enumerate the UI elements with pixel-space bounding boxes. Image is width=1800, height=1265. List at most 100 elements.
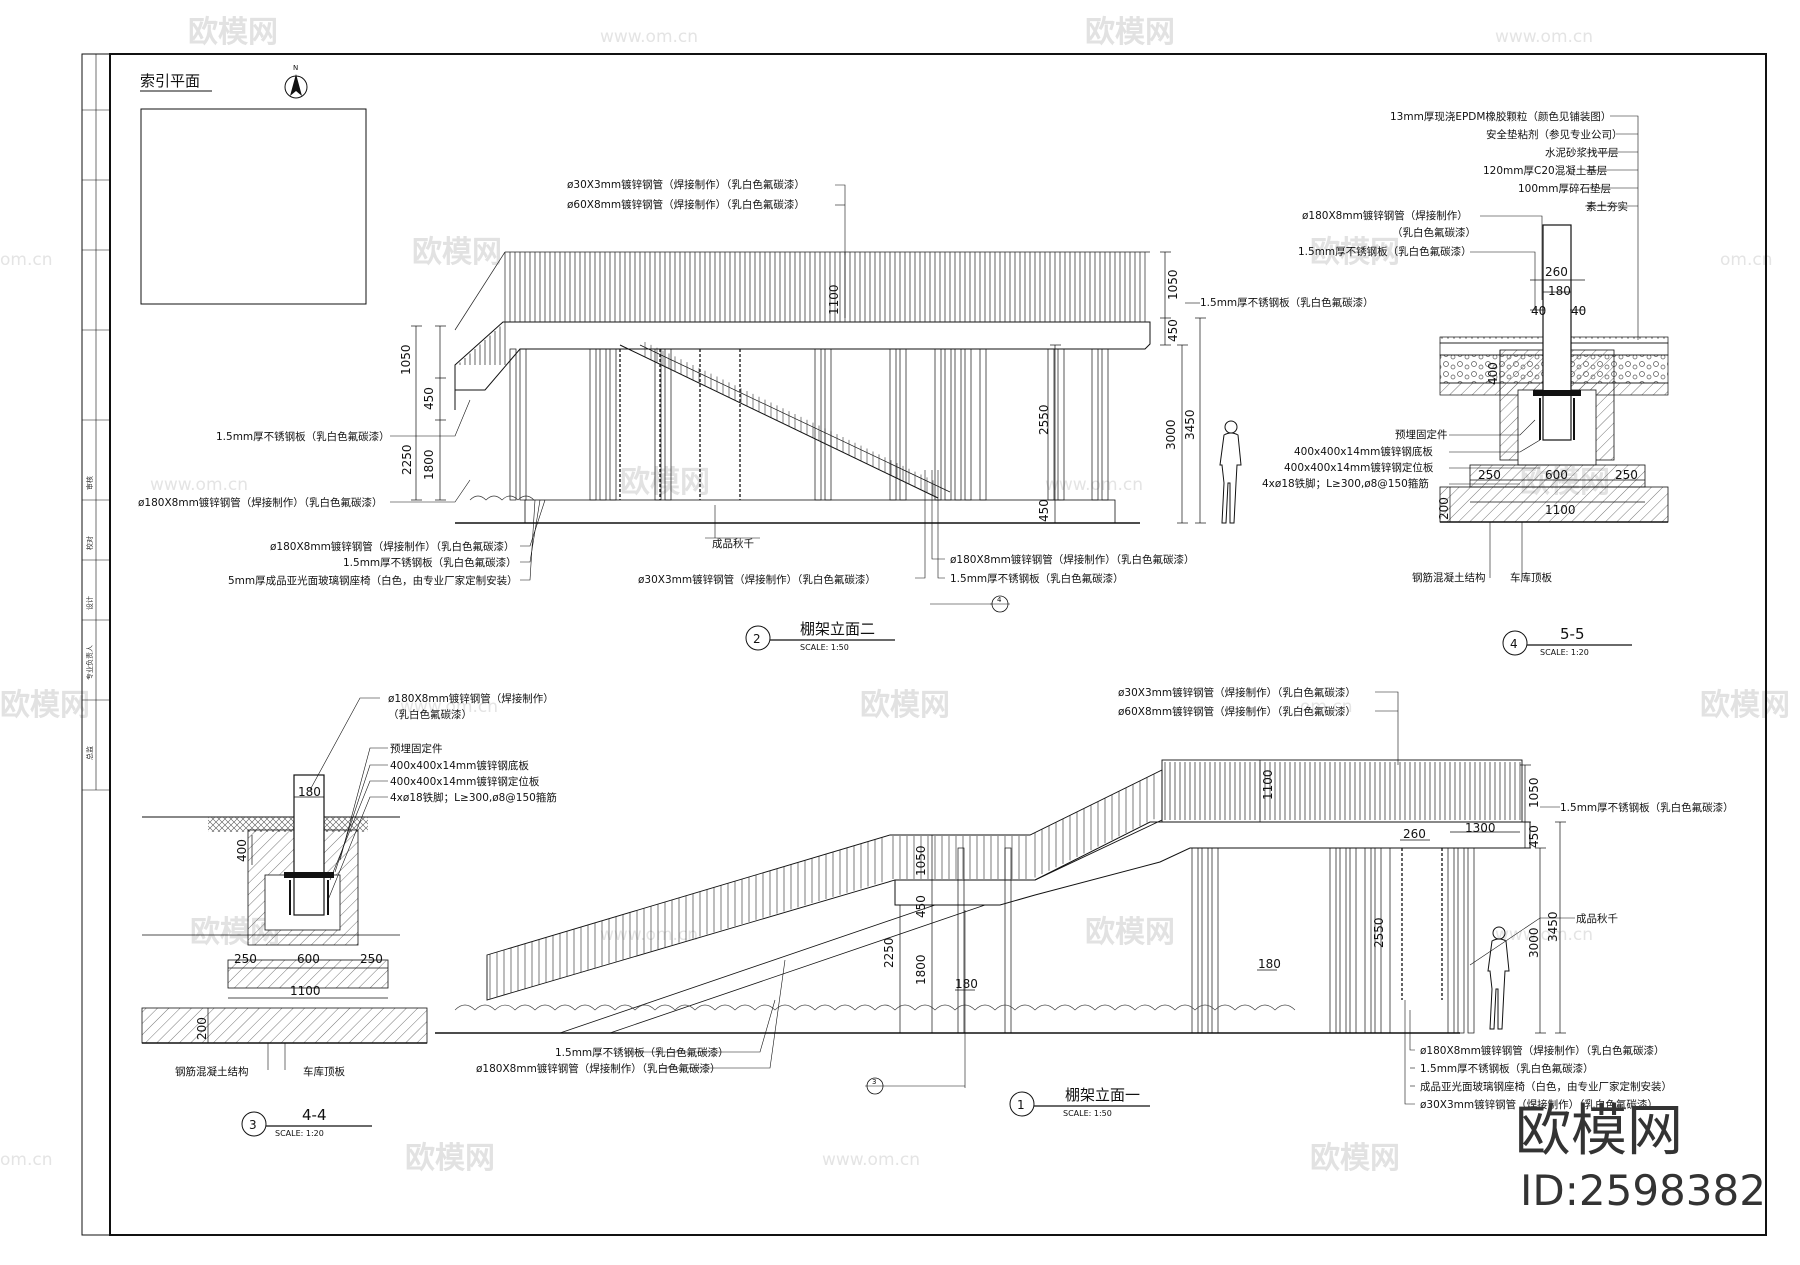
elev1-note-bottom-right-2: 成品亚光面玻璃钢座椅（白色，由专业厂家定制安装） (1420, 1080, 1672, 1093)
svg-text:www.om.cn: www.om.cn (150, 475, 248, 495)
sec4-embed-0: 预埋固定件 (390, 742, 443, 755)
brand-watermark: 欧模网 ID:2598382 (1515, 1099, 1766, 1215)
sec4-embed-2: 400x400x14mm镀锌钢定位板 (390, 775, 540, 788)
svg-text:www.om.cn: www.om.cn (822, 1150, 920, 1170)
elevation-1-columns (957, 847, 1475, 1034)
column (1457, 847, 1465, 1034)
svg-text:450: 450 (422, 387, 436, 410)
svg-text:260: 260 (1403, 827, 1426, 841)
svg-text:欧模网: 欧模网 (1515, 1099, 1683, 1164)
svg-text:欧模网: 欧模网 (412, 235, 502, 270)
elev2-swing-label: 成品秋千 (712, 537, 754, 550)
sec4-pipe-0: ø180X8mm镀锌钢管（焊接制作） (388, 692, 554, 705)
svg-text:3: 3 (872, 1078, 876, 1086)
column (1447, 847, 1455, 1034)
sidebar-label-2: 设计 (85, 596, 94, 610)
column (954, 348, 962, 501)
column (1374, 847, 1382, 1034)
svg-text:600: 600 (1545, 468, 1568, 482)
north-arrow-icon: N (284, 64, 308, 99)
svg-text:260: 260 (1545, 265, 1568, 279)
elevation-2-railing (454, 251, 1150, 365)
sec5-embed-1: 400x400x14mm镀锌钢底板 (1294, 445, 1433, 458)
sidebar-label-4: 审核 (85, 476, 94, 490)
svg-text:1100: 1100 (1545, 503, 1576, 517)
svg-text:www.om.cn: www.om.cn (1495, 27, 1593, 47)
svg-text:4-4: 4-4 (302, 1106, 327, 1124)
column (824, 348, 832, 501)
sec5-layer-1: 安全垫粘剂（参见专业公司） (1486, 128, 1623, 141)
svg-text:5-5: 5-5 (1560, 625, 1585, 643)
svg-text:450: 450 (1037, 499, 1051, 522)
sec5-bottom-1: 车库顶板 (1510, 571, 1552, 584)
svg-text:200: 200 (1437, 497, 1451, 520)
column (519, 348, 527, 501)
elev2-note-top-0: ø30X3mm镀锌钢管（焊接制作）（乳白色氟碳漆） (567, 178, 805, 191)
column (1467, 847, 1475, 1034)
sec5-pipe-1: （乳白色氟碳漆） (1392, 226, 1476, 239)
svg-text:40: 40 (1571, 304, 1586, 318)
sidebar-label-0: 总监 (85, 746, 94, 760)
sheet-border (81, 53, 1767, 1236)
railing-top (454, 251, 506, 331)
column (957, 847, 965, 1034)
person-figure-icon (1487, 926, 1510, 1030)
elevation-1-ramp-railing (489, 774, 1155, 1000)
sec4-embed-1: 400x400x14mm镀锌钢底板 (390, 759, 529, 772)
column (1349, 847, 1357, 1034)
svg-text:180: 180 (1548, 284, 1571, 298)
svg-text:1: 1 (1017, 1098, 1025, 1112)
svg-text:1300: 1300 (1465, 821, 1496, 835)
elevation-1-title: 1 棚架立面一 SCALE: 1:50 (1009, 1086, 1150, 1118)
svg-text:om.cn: om.cn (0, 250, 53, 270)
section-4-4: 180 400 250 600 250 1100 200 ø180X8mm镀锌钢… (141, 692, 557, 1138)
svg-text:SCALE: 1:20: SCALE: 1:20 (1540, 648, 1589, 657)
elev1-swing-label: 成品秋千 (1576, 912, 1618, 925)
svg-text:2250: 2250 (882, 937, 896, 968)
section-4-4-title: 3 4-4 SCALE: 1:20 (241, 1106, 372, 1138)
svg-text:450: 450 (1166, 319, 1180, 342)
svg-text:1800: 1800 (914, 954, 928, 985)
sec5-pipe-0: ø180X8mm镀锌钢管（焊接制作） (1302, 209, 1468, 222)
column (1004, 847, 1012, 1034)
person-figure-icon (1219, 420, 1242, 524)
sec4-bottom-1: 车库顶板 (303, 1065, 345, 1078)
index-plan-title: 索引平面 (140, 72, 200, 90)
elevation-2-columns (509, 348, 1109, 501)
elev2-note-bottom-0: ø180X8mm镀锌钢管（焊接制作）（乳白色氟碳漆） (270, 540, 515, 553)
sec5-layer-2: 水泥砂浆找平层 (1545, 146, 1619, 159)
elev2-note-bottom-1: 1.5mm厚不锈钢板（乳白色氟碳漆） (343, 556, 517, 569)
column (1364, 847, 1372, 1034)
elev2-note-left-0: 1.5mm厚不锈钢板（乳白色氟碳漆） (216, 430, 390, 443)
column (1091, 348, 1099, 501)
svg-text:欧模网: 欧模网 (1085, 15, 1175, 50)
svg-text:2550: 2550 (1037, 404, 1051, 435)
svg-text:200: 200 (195, 1017, 209, 1040)
elevation-2-title: 2 棚架立面二 SCALE: 1:50 (745, 620, 895, 652)
svg-text:600: 600 (297, 952, 320, 966)
svg-text:SCALE: 1:50: SCALE: 1:50 (800, 643, 849, 652)
svg-text:www.om.cn: www.om.cn (1045, 475, 1143, 495)
sec5-layer-5: 素土夯实 (1586, 200, 1628, 213)
sec5-pipe-2: 1.5mm厚不锈钢板（乳白色氟碳漆） (1298, 245, 1472, 258)
svg-text:180: 180 (1258, 957, 1281, 971)
svg-text:2550: 2550 (1372, 917, 1386, 948)
svg-text:www.om.cn: www.om.cn (1495, 925, 1593, 945)
watermark-layer: 欧模网 www.om.cn 欧模网 www.om.cn 欧模网 om.cn 欧模… (0, 15, 1790, 1176)
svg-text:3000: 3000 (1527, 927, 1541, 958)
column (1339, 847, 1347, 1034)
svg-text:www.om.cn: www.om.cn (400, 697, 498, 717)
svg-text:棚架立面一: 棚架立面一 (1065, 1086, 1140, 1104)
svg-text:1050: 1050 (1166, 269, 1180, 300)
svg-text:欧模网: 欧模网 (405, 1141, 495, 1176)
svg-text:180: 180 (298, 785, 321, 799)
sec4-bottom-0: 钢筋混凝土结构 (175, 1065, 249, 1078)
svg-text:SCALE: 1:50: SCALE: 1:50 (1063, 1109, 1112, 1118)
svg-text:1100: 1100 (1261, 769, 1275, 800)
sec5-layer-4: 100mm厚碎石垫层 (1518, 182, 1611, 195)
svg-text:2250: 2250 (400, 444, 414, 475)
title-block-strip: 总监 专业负责人 设计 校对 审核 (85, 476, 94, 760)
svg-text:om.cn: om.cn (0, 1150, 53, 1170)
elev1-note-top-1: ø60X8mm镀锌钢管（焊接制作）（乳白色氟碳漆） (1118, 705, 1356, 718)
